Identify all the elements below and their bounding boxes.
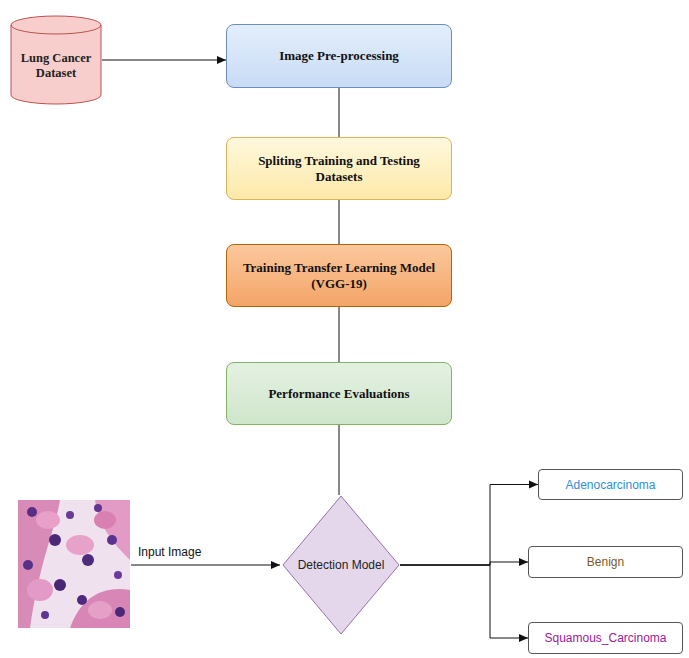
node-label: Training Transfer Learning Model (VGG-19… [237,260,441,292]
text-holder: Lung Cancer Dataset [14,51,98,81]
connector [339,307,340,362]
output-box: Benign [528,546,683,578]
connector [400,565,528,638]
text-holder: Performance Evaluations [268,386,409,402]
connector [339,425,340,495]
connector [102,60,226,61]
node-label: Adenocarcinoma [565,478,655,492]
node-label: Benign [587,555,624,569]
text-holder: Spliting Training and Testing Datasets [237,153,441,185]
process-box: Training Transfer Learning Model (VGG-19… [226,244,452,307]
text-holder: Training Transfer Learning Model (VGG-19… [237,260,441,292]
text-holder: Image Pre-processing [279,48,399,64]
decision-diamond: Detection Model [282,495,400,635]
arrow-label: Input Image [136,545,203,559]
connector [339,200,340,244]
input-arrow [131,565,280,566]
text-holder: Detection Model [298,558,385,572]
output-box: Adenocarcinoma [538,469,683,500]
process-box: Spliting Training and Testing Datasets [226,137,452,200]
histology-image [18,500,130,628]
node-label: Image Pre-processing [279,48,399,64]
text-holder: Adenocarcinoma [565,478,655,492]
connector [339,88,340,137]
connector [400,485,538,566]
node-label: Lung Cancer Dataset [14,51,98,81]
process-box: Image Pre-processing [226,24,452,88]
node-label: Squamous_Carcinoma [544,631,666,645]
text-holder: Squamous_Carcinoma [544,631,666,645]
text-holder: Benign [587,555,624,569]
node-label: Performance Evaluations [268,386,409,402]
node-label: Spliting Training and Testing Datasets [237,153,441,185]
output-box: Squamous_Carcinoma [528,622,683,654]
dataset-cylinder: Lung Cancer Dataset [10,16,102,104]
process-box: Performance Evaluations [226,362,452,425]
node-label: Detection Model [298,558,385,572]
